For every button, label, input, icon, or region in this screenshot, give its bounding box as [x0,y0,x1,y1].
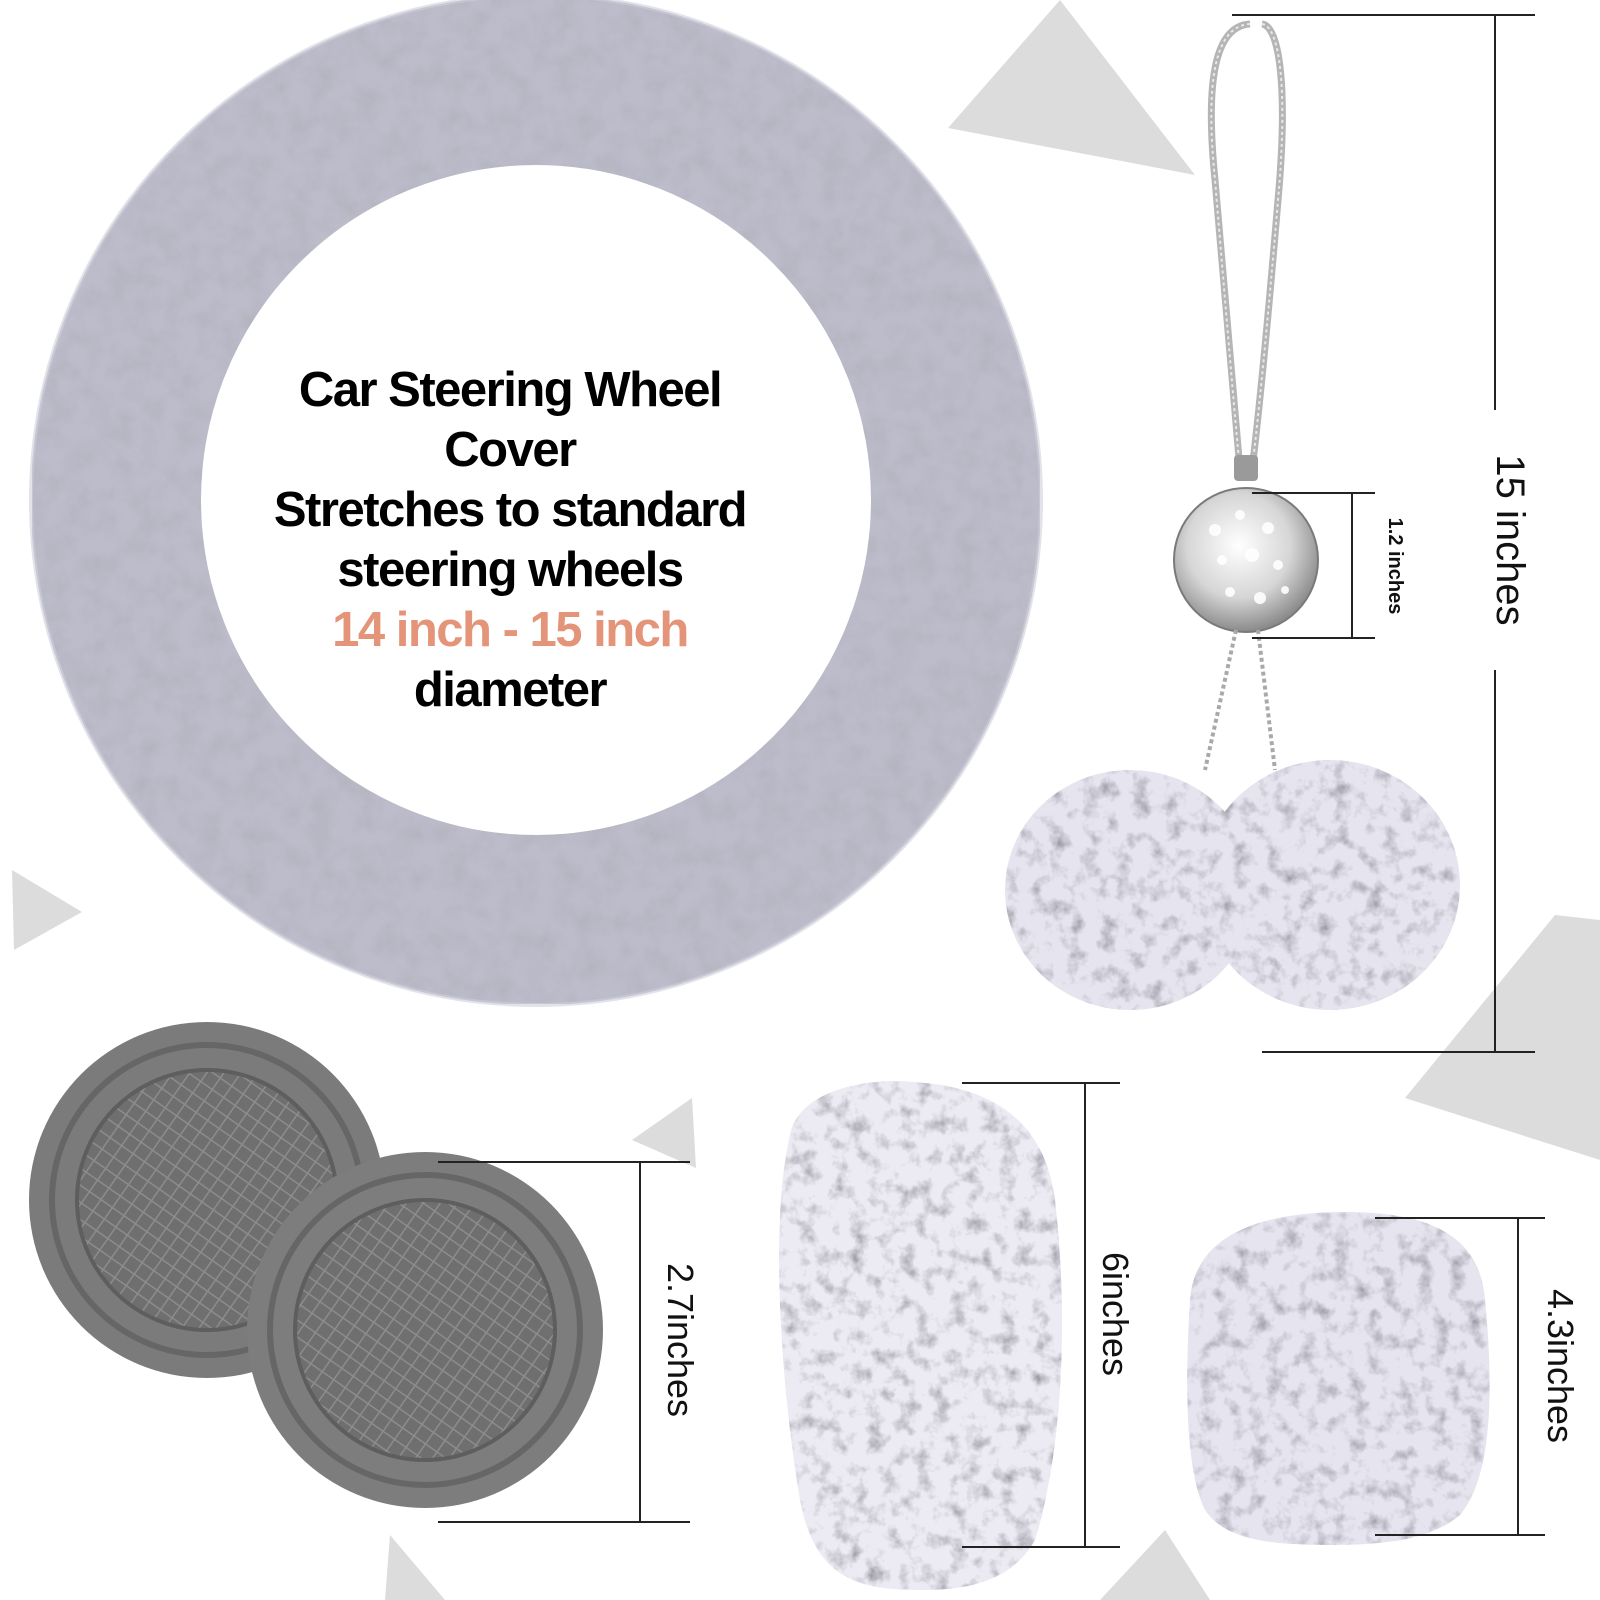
wheel-size-range: 14 inch - 15 inch [332,603,689,657]
wheel-text-line-2: Cover [444,423,577,477]
dimension-lines [438,14,1545,1548]
gear-shift-cover [779,1081,1063,1590]
bg-triangle-right [1405,915,1600,1160]
background-triangles [12,0,1600,1600]
coaster-size-label: 2.7inches [660,1262,701,1418]
bg-triangle-left [12,870,82,950]
bg-triangle-coaster [632,1098,696,1168]
shift-cover-size-label: 6inches [1095,1251,1136,1377]
wheel-text-line-4: steering wheels [337,543,684,597]
pom-pom-right [1200,760,1460,1010]
bg-triangle-top [948,0,1195,175]
bg-triangle-bottom [1100,1530,1210,1600]
car-coasters [29,1022,603,1508]
pom-pom-left [1005,770,1255,1010]
ornament-length-label: 15 inches [1488,454,1532,626]
steering-wheel-description: Car Steering Wheel Cover Stretches to st… [230,360,790,720]
bg-triangle-bottom-left [385,1535,445,1600]
dim-knob [1375,1217,1545,1536]
dim-shift [962,1082,1120,1548]
knob-cover-size-label: 4.3inches [1540,1288,1581,1444]
wheel-text-line-6: diameter [413,663,608,717]
dim-coaster [438,1161,690,1523]
wheel-text-line-1: Car Steering Wheel [298,363,723,417]
wheel-text-line-3: Stretches to standard [273,483,748,537]
knob-cover [1187,1212,1490,1545]
dim-ball [1252,492,1375,639]
crystal-ball [1174,488,1318,632]
ball-size-label: 1.2 inches [1384,517,1406,615]
coaster-front [247,1152,603,1508]
hanging-ornament [1005,20,1460,1010]
steering-wheel-cover [29,0,1043,1007]
